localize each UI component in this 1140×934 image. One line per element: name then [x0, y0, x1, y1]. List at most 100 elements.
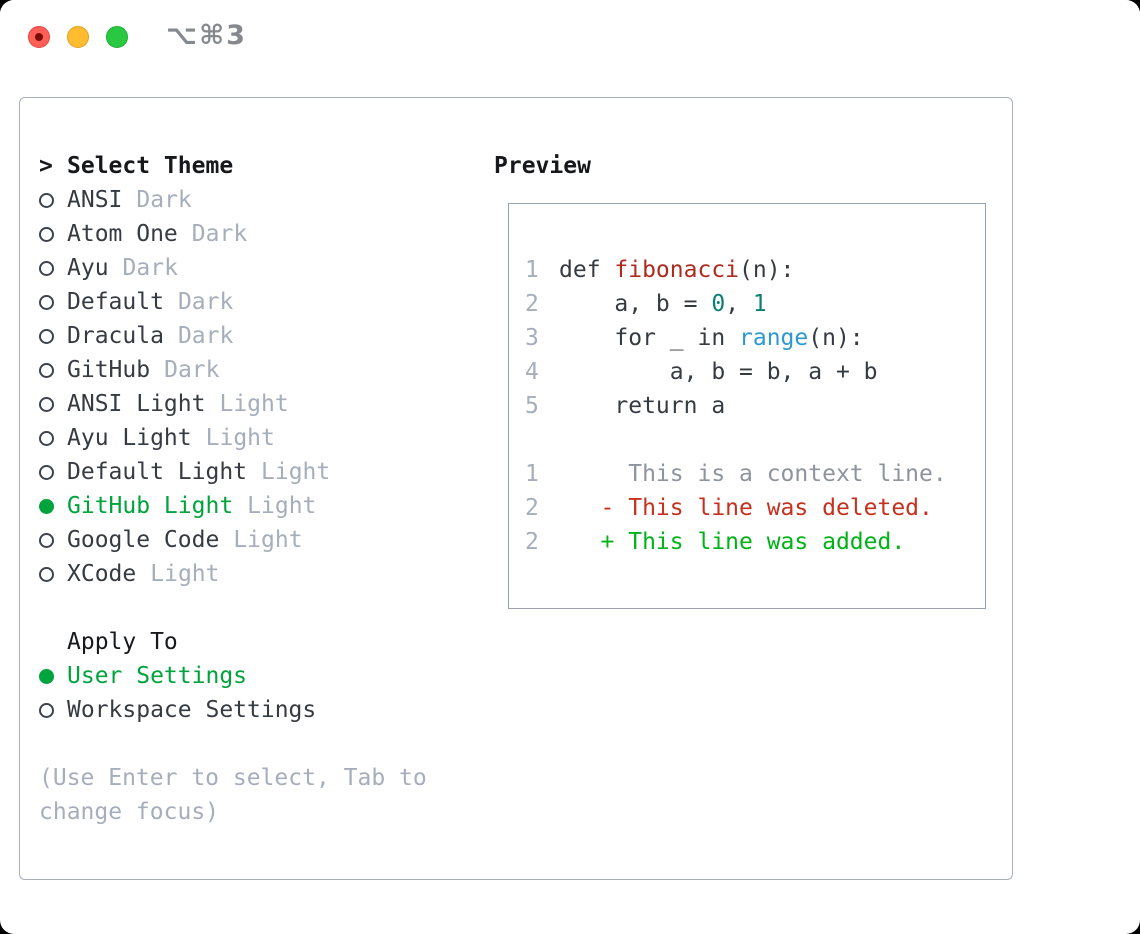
radio-selected-icon	[39, 668, 54, 684]
theme-name: Dracula	[67, 323, 164, 349]
apply-to-header: Apply To	[39, 625, 316, 659]
theme-item-ansi[interactable]: ANSI Dark	[39, 183, 330, 217]
prompt-icon: >	[39, 153, 53, 179]
code-content: def fibonacci(n):	[559, 257, 794, 283]
theme-item-ansi-light[interactable]: ANSI Light Light	[39, 387, 330, 421]
apply-option-workspace-settings[interactable]: Workspace Settings	[39, 693, 316, 727]
theme-item-dracula[interactable]: Dracula Dark	[39, 319, 330, 353]
zoom-button[interactable]	[106, 26, 128, 48]
code-line: 2 + This line was added.	[525, 525, 985, 559]
radio-selected-icon	[39, 498, 54, 514]
theme-picker-header: > Select Theme	[39, 149, 330, 183]
line-number: 2	[525, 529, 539, 555]
apply-option-user-settings[interactable]: User Settings	[39, 659, 316, 693]
preview-title: Preview	[494, 153, 591, 179]
theme-item-google-code[interactable]: Google Code Light	[39, 523, 330, 557]
theme-variant-badge: Light	[205, 425, 275, 451]
code-line: 1 def fibonacci(n):	[525, 253, 985, 287]
code-segment: + This line was added.	[559, 529, 906, 555]
code-segment: 1	[752, 291, 767, 317]
code-segment: for _ in	[559, 325, 740, 351]
theme-name: Ayu	[67, 255, 109, 281]
code-content: a, b = b, a + b	[559, 359, 878, 385]
line-number: 2	[525, 291, 539, 317]
theme-variant-badge: Light	[219, 391, 289, 417]
theme-name: Ayu Light	[67, 425, 192, 451]
radio-icon	[39, 396, 54, 412]
radio-icon	[39, 260, 54, 276]
code-segment: 0	[711, 291, 726, 317]
theme-item-default[interactable]: Default Dark	[39, 285, 330, 319]
code-line: 2 a, b = 0, 1	[525, 287, 985, 321]
apply-to-title: Apply To	[67, 629, 178, 655]
radio-icon	[39, 702, 54, 718]
code-line: 2 - This line was deleted.	[525, 491, 985, 525]
code-line	[525, 423, 985, 457]
radio-icon	[39, 430, 54, 446]
theme-list: > Select Theme ANSI Dark Atom One Dark A…	[39, 149, 330, 591]
theme-item-ayu-light[interactable]: Ayu Light Light	[39, 421, 330, 455]
line-number: 5	[525, 393, 539, 419]
theme-name: Default Light	[67, 459, 248, 485]
apply-option-label: Workspace Settings	[67, 697, 317, 723]
theme-name: Google Code	[67, 527, 220, 553]
theme-variant-badge: Light	[247, 493, 317, 519]
radio-icon	[39, 192, 54, 208]
main-panel: > Select Theme ANSI Dark Atom One Dark A…	[19, 97, 1013, 880]
code-segment: range	[739, 325, 809, 351]
line-number: 4	[525, 359, 539, 385]
apply-to-section: Apply To User Settings Workspace Setting…	[39, 625, 316, 727]
theme-name: GitHub Light	[67, 493, 234, 519]
code-content: This is a context line.	[559, 461, 947, 487]
theme-variant-badge: Light	[150, 561, 220, 587]
close-button[interactable]	[28, 26, 50, 48]
line-number: 2	[525, 495, 539, 521]
theme-item-github-light[interactable]: GitHub Light Light	[39, 489, 330, 523]
theme-name: Atom One	[67, 221, 178, 247]
code-content: for _ in range(n):	[559, 325, 864, 351]
theme-variant-badge: Dark	[191, 221, 248, 247]
theme-variant-badge: Light	[261, 459, 331, 485]
code-segment: ,	[725, 291, 753, 317]
code-segment: (n):	[739, 257, 795, 283]
code-content: + This line was added.	[559, 529, 906, 555]
theme-variant-badge: Dark	[164, 357, 220, 383]
code-segment: - This line was deleted.	[559, 495, 933, 521]
theme-name: ANSI	[67, 187, 123, 213]
code-content: a, b = 0, 1	[559, 291, 767, 317]
code-segment: return a	[559, 393, 726, 419]
radio-icon	[39, 226, 54, 242]
theme-variant-badge: Dark	[177, 289, 234, 315]
preview-box: 1 def fibonacci(n): 2 a, b = 0, 1 3 for …	[508, 203, 986, 609]
theme-item-default-light[interactable]: Default Light Light	[39, 455, 330, 489]
radio-icon	[39, 328, 54, 344]
code-content: - This line was deleted.	[559, 495, 933, 521]
theme-item-github[interactable]: GitHub Dark	[39, 353, 330, 387]
window-shortcut-label: ⌥⌘3	[166, 20, 247, 51]
code-segment: This is a context line.	[559, 461, 947, 487]
titlebar: ⌥⌘3	[0, 0, 1140, 70]
theme-name: XCode	[67, 561, 137, 587]
radio-icon	[39, 464, 54, 480]
code-line: 3 for _ in range(n):	[525, 321, 985, 355]
line-number: 3	[525, 325, 539, 351]
code-line: 5 return a	[525, 389, 985, 423]
theme-item-ayu[interactable]: Ayu Dark	[39, 251, 330, 285]
code-segment: a, b = b, a + b	[559, 359, 878, 385]
theme-item-atom-one[interactable]: Atom One Dark	[39, 217, 330, 251]
line-number: 1	[525, 257, 539, 283]
code-segment: fibonacci	[614, 257, 740, 283]
help-text: (Use Enter to select, Tab to change focu…	[39, 765, 427, 825]
line-number: 1	[525, 461, 539, 487]
radio-icon	[39, 362, 54, 378]
apply-option-label: User Settings	[67, 663, 248, 689]
theme-item-xcode[interactable]: XCode Light	[39, 557, 330, 591]
code-segment: (n):	[808, 325, 864, 351]
theme-name: ANSI Light	[67, 391, 206, 417]
theme-variant-badge: Dark	[177, 323, 234, 349]
radio-icon	[39, 532, 54, 548]
minimize-button[interactable]	[67, 26, 89, 48]
theme-name: GitHub	[67, 357, 151, 383]
theme-picker-title: Select Theme	[67, 153, 234, 179]
